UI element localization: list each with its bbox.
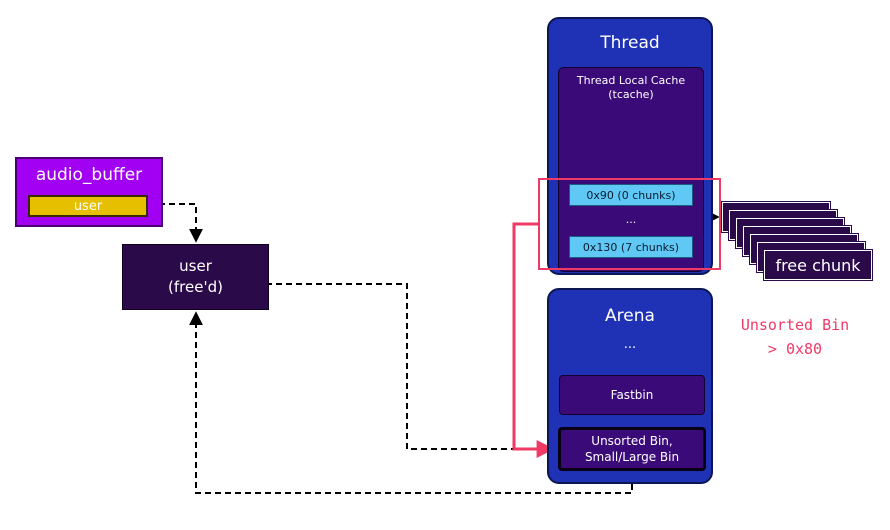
- tcache-bin-0x130: 0x130 (7 chunks): [569, 236, 693, 258]
- freed-user-chunk: user (free'd): [122, 244, 269, 310]
- audio-buffer-title: audio_buffer: [35, 165, 143, 185]
- free-chunk-card: free chunk: [764, 250, 872, 280]
- tcache-title-line2: (tcache): [608, 88, 654, 101]
- link-unsorted-bin-to-user: [189, 311, 633, 494]
- fastbin-box: Fastbin: [559, 375, 705, 415]
- freed-user-chunk-name: user: [179, 257, 212, 275]
- audio-buffer-user-field: user: [28, 195, 148, 217]
- tcache-ellipsis: ...: [625, 259, 637, 273]
- link-user-to-unsorted-bin: [256, 283, 557, 450]
- arena-title: Arena: [605, 306, 655, 326]
- tcache-ellipsis: ...: [625, 212, 637, 226]
- thread-container: Thread Thread Local Cache (tcache) 0x90 …: [547, 17, 713, 275]
- unsorted-bin-note: Unsorted Bin > 0x80: [720, 313, 870, 361]
- unsorted-bin-box: Unsorted Bin, Small/Large Bin: [558, 427, 706, 471]
- freed-user-chunk-state: (free'd): [168, 278, 223, 296]
- small-large-bin-label: Small/Large Bin: [584, 450, 680, 464]
- audio-buffer-struct: audio_buffer user: [15, 157, 163, 227]
- thread-title: Thread: [600, 33, 660, 53]
- tcache-title-line1: Thread Local Cache: [576, 74, 686, 87]
- unsorted-bin-note-line1: Unsorted Bin: [740, 316, 850, 334]
- tcache-title: Thread Local Cache (tcache): [559, 74, 703, 102]
- move-arrow-to-unsorted-bin: [512, 222, 555, 458]
- tcache-bin-0x90: 0x90 (0 chunks): [569, 184, 693, 206]
- pointer-arrow-audio-to-user: [149, 203, 203, 243]
- tcache-box: Thread Local Cache (tcache) 0x90 (0 chun…: [558, 67, 704, 273]
- unsorted-bin-label: Unsorted Bin,: [591, 434, 673, 448]
- arena-ellipsis: ...: [623, 336, 637, 352]
- highlight-frame: [538, 178, 721, 270]
- unsorted-bin-note-line2: > 0x80: [767, 340, 823, 358]
- arena-container: Arena ... Fastbin Unsorted Bin, Small/La…: [547, 288, 713, 484]
- free-chunk-label: free chunk: [775, 255, 861, 275]
